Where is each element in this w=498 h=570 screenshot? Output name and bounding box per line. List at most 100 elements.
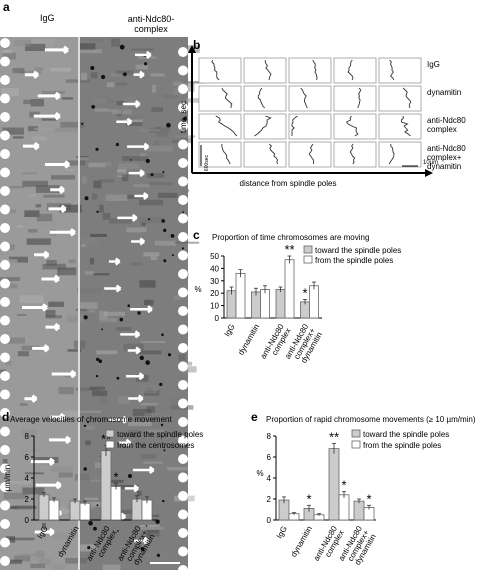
micrograph-texture <box>105 98 115 104</box>
micrograph-texture <box>151 84 157 93</box>
chart-e-bar <box>328 448 340 521</box>
chart-e-annotation: * <box>366 491 371 506</box>
chart-c-bar <box>275 289 286 319</box>
micrograph-arrow <box>124 484 139 493</box>
micrograph-texture <box>57 507 76 514</box>
micrograph-arrow <box>125 372 145 381</box>
micrograph-texture <box>139 280 156 288</box>
micrograph-texture <box>78 302 98 309</box>
micrograph-texture <box>118 396 130 405</box>
micrograph-texture <box>122 109 132 115</box>
micrograph-speck <box>140 546 144 551</box>
micrograph-texture <box>2 458 8 464</box>
micrograph-texture <box>102 564 121 570</box>
micrograph-texture <box>172 88 182 96</box>
micrograph-speck <box>119 44 125 50</box>
micrograph-edge-dot <box>0 167 10 178</box>
chart-c-legend-swatch <box>303 255 313 264</box>
micrograph-texture <box>31 38 54 47</box>
micrograph-texture <box>42 91 66 95</box>
kymo-trace <box>268 143 279 165</box>
micrograph-speck <box>127 304 130 308</box>
micrograph-texture <box>139 527 165 530</box>
chart-d-legend-swatch <box>105 429 115 438</box>
micrograph-speck <box>128 474 132 478</box>
chart-d-y-tick-label: 8 <box>25 432 30 441</box>
micrograph-texture <box>104 534 125 543</box>
micrograph-texture <box>135 64 148 70</box>
micrograph-texture <box>145 429 165 433</box>
micrograph-texture <box>113 484 139 490</box>
micrograph-texture <box>140 385 158 394</box>
micrograph-speck <box>171 254 174 257</box>
micrograph-speck <box>81 122 84 125</box>
micrograph-arrow <box>22 141 40 151</box>
micrograph-texture <box>111 108 122 115</box>
micrograph-texture <box>6 481 32 485</box>
kymo-y-arrowhead <box>188 45 196 53</box>
micrograph-edge-dot <box>178 417 188 427</box>
micrograph-speck <box>182 211 185 214</box>
micrograph-texture <box>153 140 160 147</box>
micrograph-speck <box>116 376 120 380</box>
micrograph-texture <box>116 327 132 331</box>
micrograph-texture <box>42 522 46 529</box>
micrograph-texture <box>2 52 17 60</box>
micrograph-texture <box>123 119 143 123</box>
micrograph-speck <box>88 520 93 526</box>
kymo-trace <box>221 87 233 109</box>
micrograph-edge-dot <box>178 195 188 205</box>
micrograph-texture <box>60 121 85 128</box>
micrograph-texture <box>1 259 18 263</box>
micrograph-speck <box>144 62 148 66</box>
micrograph-texture <box>39 558 52 566</box>
micrograph-texture <box>182 189 190 193</box>
micrograph-arrow <box>133 70 145 79</box>
kymo-trace <box>357 87 362 109</box>
micrograph-speck <box>145 360 150 365</box>
micrograph-texture <box>9 537 35 541</box>
micrograph-edge-dot <box>178 454 188 464</box>
micrograph-texture <box>46 203 72 211</box>
micrograph-texture <box>144 553 169 557</box>
chart-d-title: Average velocities of chromosome movemen… <box>10 415 172 424</box>
micrograph-texture <box>118 115 143 121</box>
micrograph-strip <box>0 37 205 570</box>
kymo-cell <box>243 141 287 168</box>
micrograph-texture <box>19 70 42 75</box>
micrograph-edge-dot <box>0 408 10 418</box>
micrograph-arrow <box>134 536 150 545</box>
micrograph-edge-dot <box>0 204 10 215</box>
micrograph-texture <box>26 238 51 245</box>
micrograph-texture <box>94 108 118 112</box>
micrograph-arrow <box>48 435 71 445</box>
micrograph-texture <box>74 473 101 481</box>
chart-d-y-tick-label: 4 <box>25 474 30 483</box>
micrograph-speck <box>98 359 103 364</box>
chart-e-title: Proportion of rapid chromosome movements… <box>266 415 476 424</box>
micrograph-texture <box>166 168 181 175</box>
chart-e-y-tick-label: 4 <box>267 474 272 483</box>
panel-e-label: e <box>251 410 258 424</box>
micrograph-texture <box>182 366 197 373</box>
kymo-trace <box>254 115 272 137</box>
micrograph-texture <box>99 311 108 319</box>
micrograph-arrow <box>41 274 60 284</box>
chart-c-title: Proportion of time chromosomes are movin… <box>212 233 369 242</box>
chart-c-y-tick-label: 10 <box>210 302 219 311</box>
micrograph-texture <box>30 563 46 568</box>
micrograph-edge-dot <box>178 47 188 57</box>
chart-e-legend-swatch <box>351 429 361 438</box>
chart-e-y-tick-label: 6 <box>267 453 272 462</box>
micrograph-texture <box>22 487 45 495</box>
micrograph-texture <box>34 457 59 463</box>
kymo-trace <box>312 59 318 81</box>
panel-b-label: b <box>193 38 201 52</box>
micrograph-texture <box>36 213 53 222</box>
micrograph-texture <box>51 466 74 472</box>
chart-d-y-tick-label: 0 <box>25 516 30 525</box>
micrograph-texture <box>109 218 132 224</box>
chart-e-y-tick-label: 8 <box>267 432 272 441</box>
micrograph-texture <box>84 497 99 500</box>
